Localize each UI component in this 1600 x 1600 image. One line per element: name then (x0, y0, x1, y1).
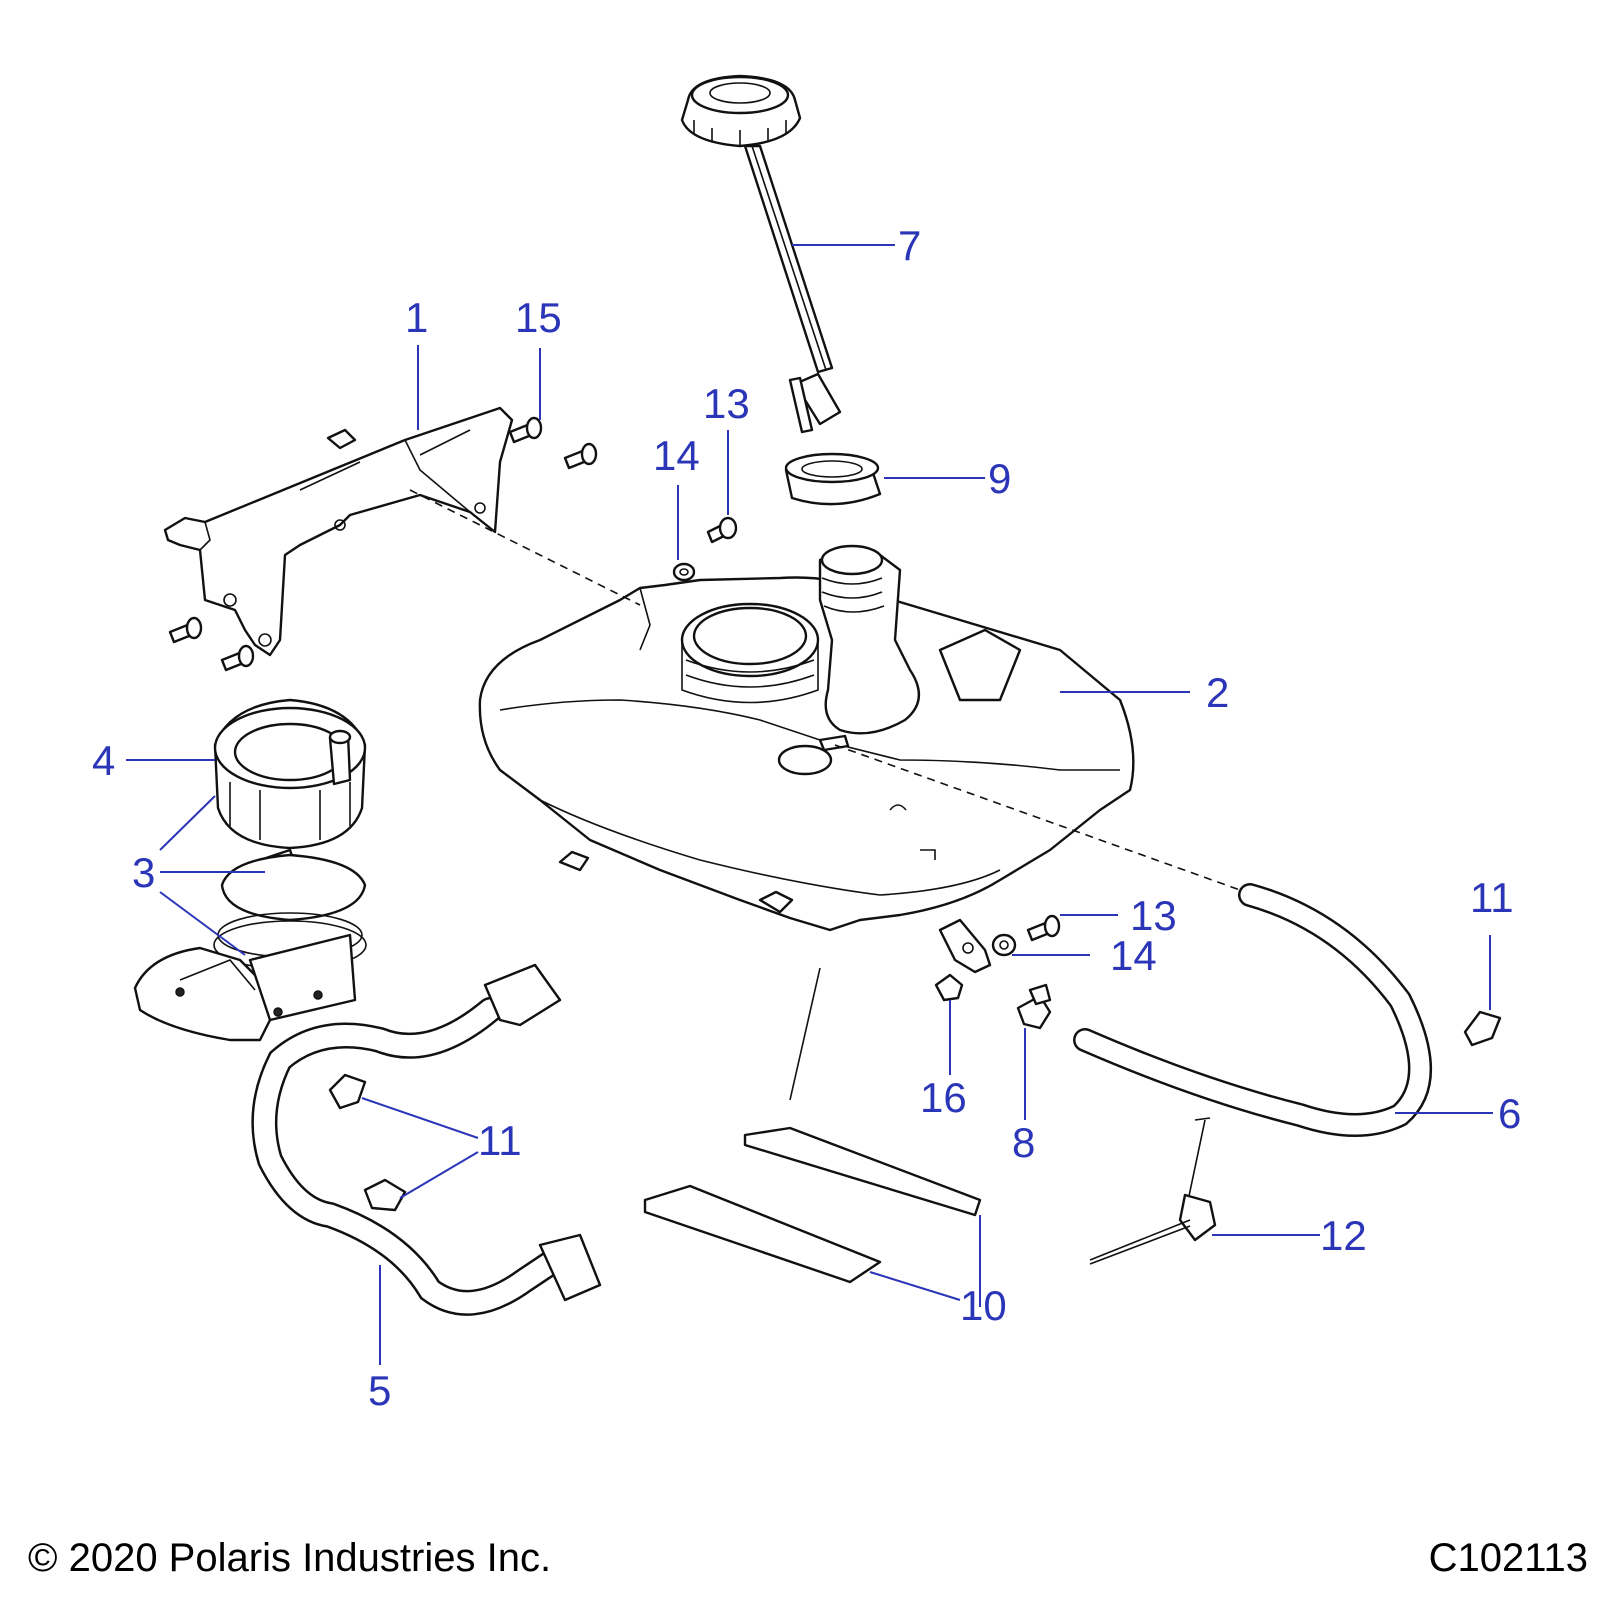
callout-10: 10 (960, 1282, 1007, 1329)
part-bracket (163, 406, 514, 657)
part-fuel-sender-cap (680, 74, 842, 434)
callout-2: 2 (1206, 669, 1229, 716)
part-fuel-pump (133, 848, 367, 1042)
part-clamp-12 (1089, 1117, 1217, 1265)
part-vent-hose-6 (1073, 883, 1432, 1137)
copyright-text: © 2020 Polaris Industries Inc. (28, 1536, 552, 1580)
part-pads-10 (643, 967, 982, 1284)
callout-11-right: 11 (1470, 874, 1514, 921)
callout-13-right: 13 (1130, 892, 1177, 939)
callout-14-top: 14 (653, 432, 700, 479)
callout-13-top: 13 (703, 380, 750, 427)
callout-8: 8 (1012, 1119, 1035, 1166)
part-clamps-11 (328, 1010, 1502, 1212)
callout-1: 1 (405, 294, 428, 341)
callout-3: 3 (132, 849, 155, 896)
leader-lines (126, 244, 1493, 1365)
part-bolt-13-right (1026, 914, 1061, 942)
part-fitting-8 (1016, 983, 1052, 1030)
part-seal-ring (784, 452, 882, 506)
callout-4: 4 (92, 737, 115, 784)
figure-id: C102113 (1428, 1536, 1588, 1580)
alignment-lines (409, 489, 1241, 891)
part-fuel-line-5 (251, 963, 602, 1316)
callout-14-right: 14 (1110, 932, 1157, 979)
callout-12: 12 (1320, 1212, 1367, 1259)
callout-7: 7 (898, 222, 921, 269)
part-washer-14-top (672, 562, 696, 582)
callout-11-left: 11 (478, 1117, 522, 1164)
callout-15: 15 (515, 294, 562, 341)
part-bolts-15 (168, 416, 598, 672)
callout-6: 6 (1498, 1090, 1521, 1137)
callout-9: 9 (988, 455, 1011, 502)
callouts: 1 15 13 14 7 9 2 4 3 13 14 11 16 8 6 11 … (92, 222, 1521, 1414)
part-nut-16 (934, 973, 964, 1002)
part-washer-14-right (991, 933, 1017, 957)
callout-5: 5 (368, 1367, 391, 1414)
part-lock-ring (213, 698, 367, 850)
part-bolt-13-top (706, 516, 738, 544)
callout-16: 16 (920, 1074, 967, 1121)
part-fuel-tank (478, 544, 1135, 974)
